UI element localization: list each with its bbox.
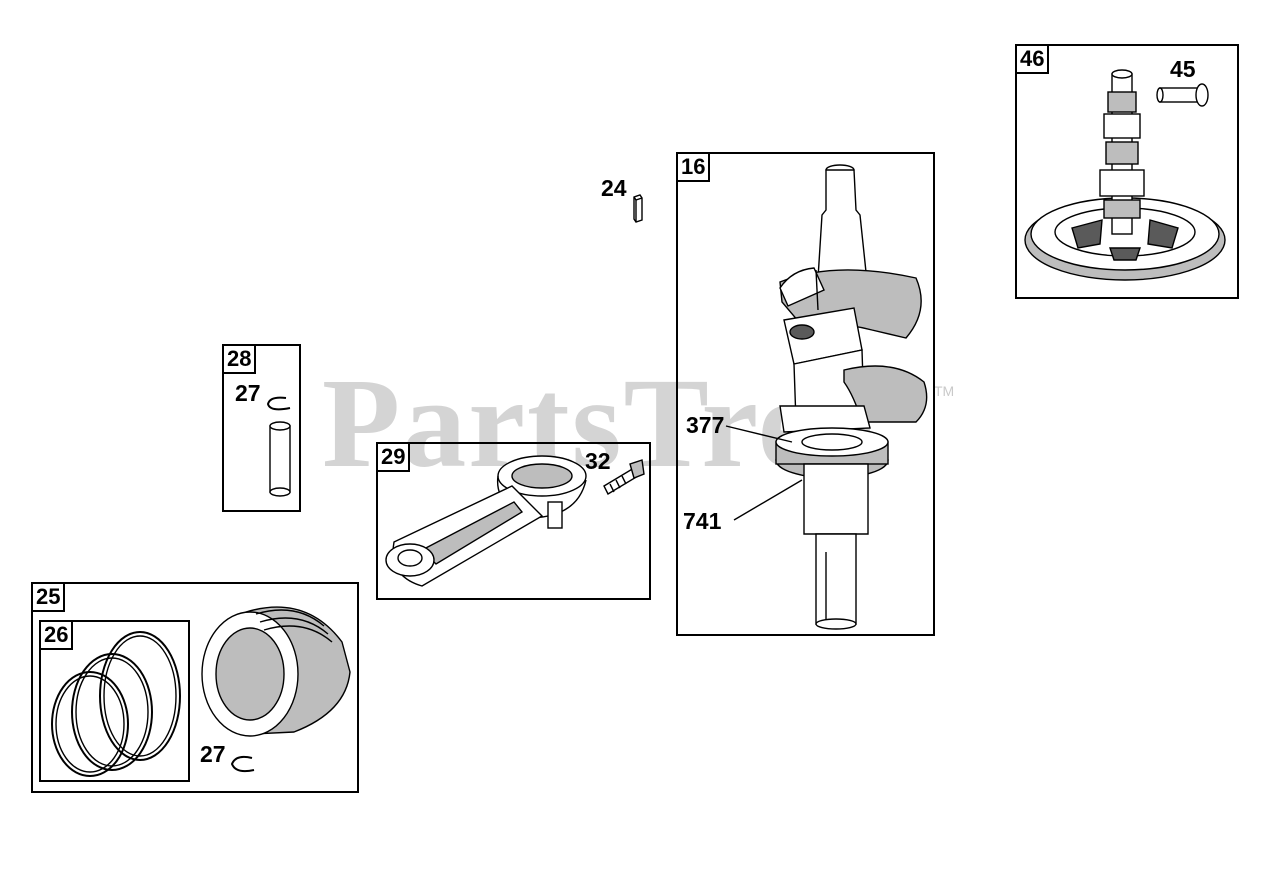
box-26[interactable]: 26 (39, 620, 190, 782)
piston-part[interactable] (196, 592, 354, 742)
callout-741[interactable]: 741 (683, 508, 722, 534)
box-number-25: 25 (31, 582, 66, 612)
box-number-29: 29 (376, 442, 411, 472)
key-part[interactable] (631, 194, 645, 224)
box-number-46: 46 (1015, 44, 1050, 74)
callout-27-piston-box[interactable]: 27 (200, 741, 226, 767)
clip-part[interactable] (228, 752, 258, 778)
box-number-28: 28 (222, 344, 257, 374)
piston-rings-part[interactable] (46, 630, 188, 777)
box-25[interactable]: 25 (31, 582, 359, 793)
callout-45[interactable]: 45 (1170, 56, 1196, 82)
box-16[interactable]: 16 (676, 152, 935, 636)
callout-24[interactable]: 24 (601, 175, 627, 201)
box-29[interactable]: 29 (376, 442, 651, 600)
camshaft-gear-part[interactable] (1022, 52, 1234, 294)
box-number-16: 16 (676, 152, 711, 182)
callout-32[interactable]: 32 (585, 448, 611, 474)
crankshaft-part[interactable] (684, 160, 930, 630)
callout-377[interactable]: 377 (686, 412, 725, 438)
box-28[interactable]: 28 (222, 344, 301, 512)
trademark-mark: TM (934, 383, 955, 399)
connecting-rod-part[interactable] (382, 446, 645, 596)
box-number-26: 26 (39, 620, 74, 650)
box-46[interactable]: 46 (1015, 44, 1239, 299)
piston-pin-part[interactable] (262, 392, 296, 498)
callout-27-pin-box[interactable]: 27 (235, 380, 261, 406)
